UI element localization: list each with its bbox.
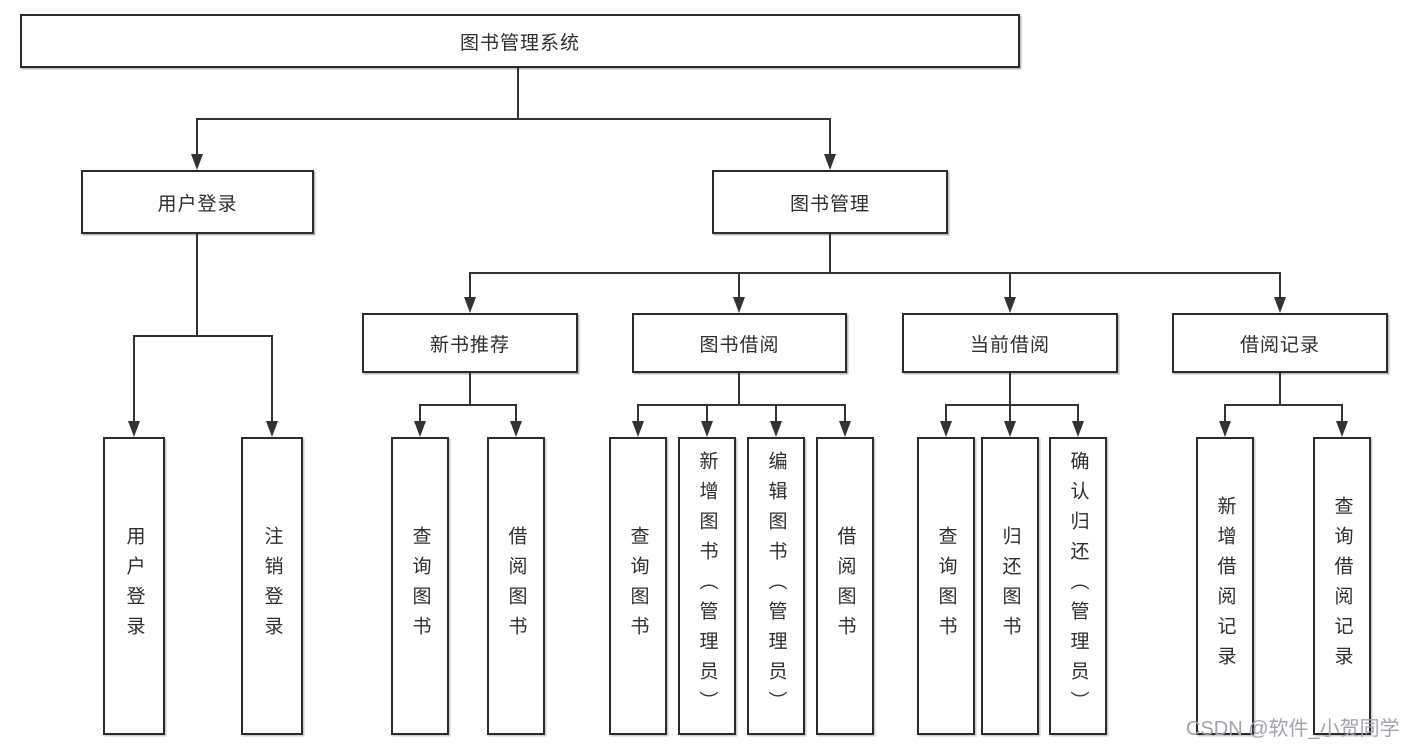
arrow-down-icon	[1219, 421, 1231, 437]
connector-current-borrowing-stem	[1009, 373, 1011, 406]
leaf-query-books-current: 查询图书	[917, 437, 975, 735]
leaf-borrow-books-recommend: 借阅图书	[487, 437, 545, 735]
leaf-add-borrow-record: 新增借阅记录	[1196, 437, 1254, 735]
connector-root-hline	[196, 118, 831, 120]
node-library-management-system: 图书管理系统	[20, 14, 1020, 68]
arrow-down-icon	[266, 421, 278, 437]
leaf-add-book-admin: 新增图书（管理员）	[678, 437, 736, 735]
leaf-edit-book-admin: 编辑图书（管理员）	[747, 437, 805, 735]
arrow-down-icon	[464, 297, 476, 313]
node-current-borrowing: 当前借阅	[902, 313, 1118, 373]
leaf-confirm-return-admin: 确认归还（管理员）	[1049, 437, 1107, 735]
connector-user-login-hline	[133, 335, 273, 337]
leaf-borrow-books-borrowing: 借阅图书	[816, 437, 874, 735]
arrow-down-icon	[632, 421, 644, 437]
node-book-borrowing: 图书借阅	[632, 313, 847, 373]
leaf-return-books: 归还图书	[981, 437, 1039, 735]
connector-book-management-stem	[829, 234, 831, 274]
leaf-query-books-borrowing: 查询图书	[609, 437, 667, 735]
arrow-down-icon	[1004, 421, 1016, 437]
arrow-down-icon	[701, 421, 713, 437]
connector-root-stem	[517, 68, 519, 118]
leaf-query-books-recommend: 查询图书	[391, 437, 449, 735]
connector-drop-leaf	[637, 404, 639, 422]
connector-drop-book-borrowing	[738, 272, 740, 299]
connector-drop-leaf	[706, 404, 708, 422]
connector-book-borrowing-hline	[637, 404, 846, 406]
connector-borrowing-records-hline	[1224, 404, 1343, 406]
arrow-down-icon	[770, 421, 782, 437]
arrow-down-icon	[1336, 421, 1348, 437]
connector-drop-leaf	[844, 404, 846, 422]
connector-drop-leaf-logout	[271, 335, 273, 423]
connector-user-login-stem	[196, 234, 198, 335]
connector-drop-leaf	[1077, 404, 1079, 422]
connector-drop-leaf	[1224, 404, 1226, 422]
arrow-down-icon	[824, 154, 836, 170]
connector-new-book-stem	[469, 373, 471, 406]
connector-current-borrowing-hline	[945, 404, 1079, 406]
connector-drop-leaf	[1341, 404, 1343, 422]
connector-drop-leaf	[775, 404, 777, 422]
connector-drop-leaf	[419, 404, 421, 422]
connector-drop-new-book-recommend	[469, 272, 471, 299]
connector-book-borrowing-stem	[738, 373, 740, 406]
node-borrowing-records: 借阅记录	[1172, 313, 1388, 373]
connector-borrowing-records-stem	[1279, 373, 1281, 406]
arrow-down-icon	[940, 421, 952, 437]
arrow-down-icon	[1072, 421, 1084, 437]
arrow-down-icon	[839, 421, 851, 437]
connector-drop-book-management	[829, 118, 831, 156]
arrow-down-icon	[128, 421, 140, 437]
leaf-query-borrow-record: 查询借阅记录	[1313, 437, 1371, 735]
connector-book-management-hline	[469, 272, 1281, 274]
connector-drop-leaf	[945, 404, 947, 422]
leaf-logout: 注销登录	[241, 437, 303, 735]
node-book-management: 图书管理	[712, 170, 948, 234]
connector-drop-leaf-user-login	[133, 335, 135, 423]
arrow-down-icon	[510, 421, 522, 437]
watermark: CSDN @软件_小贺同学	[1186, 718, 1400, 740]
connector-drop-leaf	[515, 404, 517, 422]
connector-drop-current-borrowing	[1009, 272, 1011, 299]
connector-new-book-hline	[419, 404, 517, 406]
arrow-down-icon	[191, 154, 203, 170]
arrow-down-icon	[733, 297, 745, 313]
connector-drop-user-login	[196, 118, 198, 156]
arrow-down-icon	[414, 421, 426, 437]
arrow-down-icon	[1004, 297, 1016, 313]
leaf-user-login: 用户登录	[103, 437, 165, 735]
node-user-login: 用户登录	[81, 170, 314, 234]
node-new-book-recommend: 新书推荐	[362, 313, 578, 373]
connector-drop-leaf	[1009, 404, 1011, 422]
arrow-down-icon	[1274, 297, 1286, 313]
connector-drop-borrowing-records	[1279, 272, 1281, 299]
